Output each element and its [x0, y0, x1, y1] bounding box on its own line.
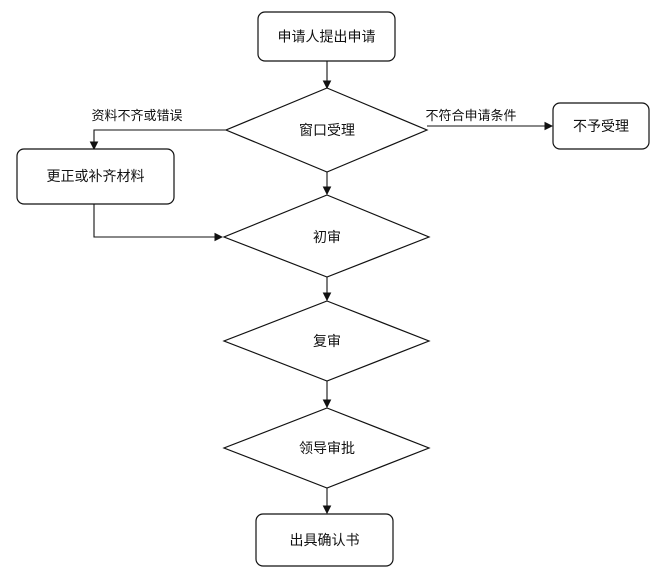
node-window-accept-label: 窗口受理	[299, 122, 355, 139]
node-first-review: 初审	[222, 194, 431, 278]
node-first-review-label: 初审	[313, 229, 341, 246]
node-correct: 更正或补齐材料	[16, 148, 175, 205]
node-apply: 申请人提出申请	[257, 11, 396, 62]
edge-label-not-qualified: 不符合申请条件	[425, 108, 516, 124]
node-second-review-label: 复审	[313, 333, 341, 350]
node-second-review: 复审	[222, 300, 431, 382]
edge-window-to-correct	[89, 129, 226, 151]
node-leader-approval: 领导审批	[222, 407, 431, 489]
node-reject: 不予受理	[552, 102, 650, 150]
node-issue-certificate-label: 出具确认书	[290, 533, 360, 549]
node-correct-label: 更正或补齐材料	[47, 169, 145, 185]
node-window-accept: 窗口受理	[224, 87, 429, 173]
edge-label-materials-incomplete: 资料不齐或错误	[91, 108, 182, 124]
edge-correct-to-first-review	[93, 203, 224, 242]
node-reject-label: 不予受理	[573, 119, 629, 135]
node-apply-label: 申请人提出申请	[278, 30, 376, 46]
node-leader-approval-label: 领导审批	[299, 441, 355, 457]
node-issue-certificate: 出具确认书	[255, 513, 394, 567]
